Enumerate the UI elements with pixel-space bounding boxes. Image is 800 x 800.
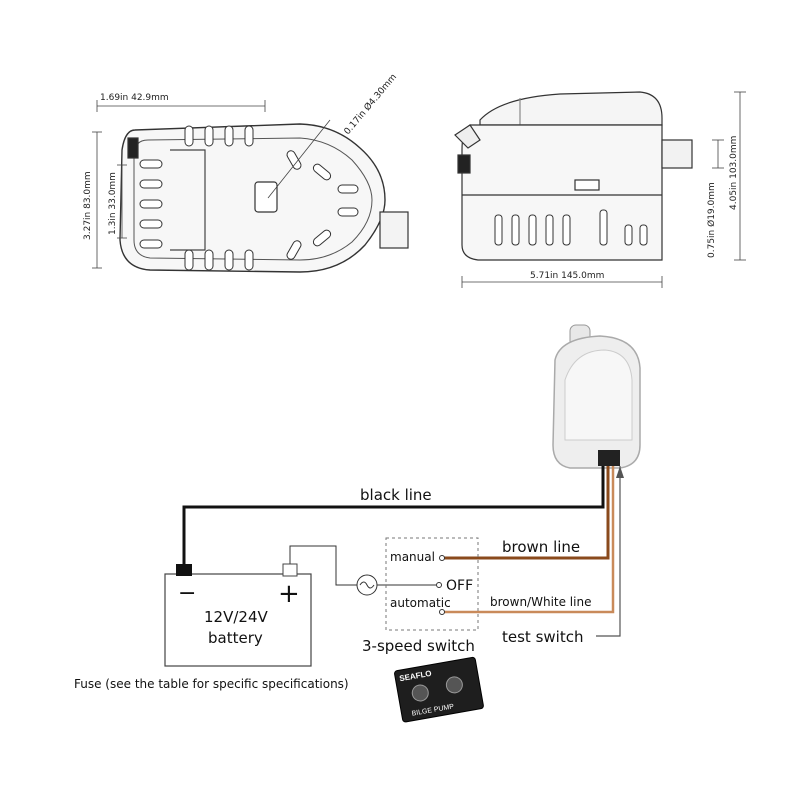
fuse-wire [289,545,357,586]
brown-white-line-label: brown/White line [490,595,591,609]
fuse-note: Fuse (see the table for specific specifi… [74,677,349,691]
automatic-terminal [439,609,445,615]
dim-top-width: 1.69in 42.9mm [100,93,169,103]
dim-side-length: 5.71in 145.0mm [530,271,604,281]
side-view-handle [454,124,481,149]
battery-label: battery [208,629,263,647]
black-wire [182,466,605,570]
brown-line-label: brown line [502,538,580,556]
test-switch-wire [596,466,621,637]
battery-minus-sign: − [178,581,196,606]
switch-knob-right [445,676,463,694]
fuse-wave [359,581,375,589]
dim-side-height: 4.05in 103.0mm [729,136,739,210]
switch-knob-left [411,684,429,702]
battery-voltage: 12V/24V [204,608,268,626]
side-view-drawing [454,91,693,261]
side-view-top-cap [479,91,663,126]
off-label: OFF [446,578,473,594]
brown-wire [442,466,610,560]
top-view-drawing [119,123,409,273]
battery-pos-terminal [282,563,298,577]
top-view-slots [139,125,359,271]
pump-wire-boot [598,450,620,466]
switch-box [385,537,479,631]
battery [164,563,312,667]
side-view-label-slot [574,179,600,191]
side-view-knob [457,154,471,174]
battery-body [164,573,312,667]
side-view-outlet [661,139,693,169]
automatic-label: automatic [390,596,451,610]
switch-title: 3-speed switch [362,637,475,655]
top-view-inner-outline [133,137,373,261]
black-line-label: black line [360,486,432,504]
brown-white-wire [442,466,615,614]
top-view-dimension-lines [92,100,331,269]
pump-body-shade [564,349,633,441]
switch-panel-plate [394,656,484,723]
top-view-socket [254,181,278,213]
top-view-knob [127,137,139,159]
top-view-body-outline [119,123,386,273]
battery-plus-sign: + [278,579,300,609]
manual-terminal [439,555,445,561]
dim-top-height-inner: 1.3in 33.0mm [108,172,118,235]
test-switch-label: test switch [502,628,583,646]
dim-top-outlet-dia: 0.17in Ø4.30mm [342,72,399,137]
side-view-slots [494,209,648,246]
dim-top-height-total: 3.27in 83.0mm [83,171,93,240]
manual-label: manual [390,550,435,564]
dim-side-outlet-dia: 0.75in Ø19.0mm [706,182,717,258]
wires [182,466,624,637]
test-arrow [616,466,624,478]
pump-unit [552,324,641,469]
side-view-dimension-lines [461,91,746,288]
off-terminal [436,582,442,588]
top-view-bracket [170,149,206,251]
top-view-outlet [379,211,409,249]
switch-panel: SEAFLO BILGE PUMP [394,656,484,723]
battery-neg-terminal [176,564,192,576]
